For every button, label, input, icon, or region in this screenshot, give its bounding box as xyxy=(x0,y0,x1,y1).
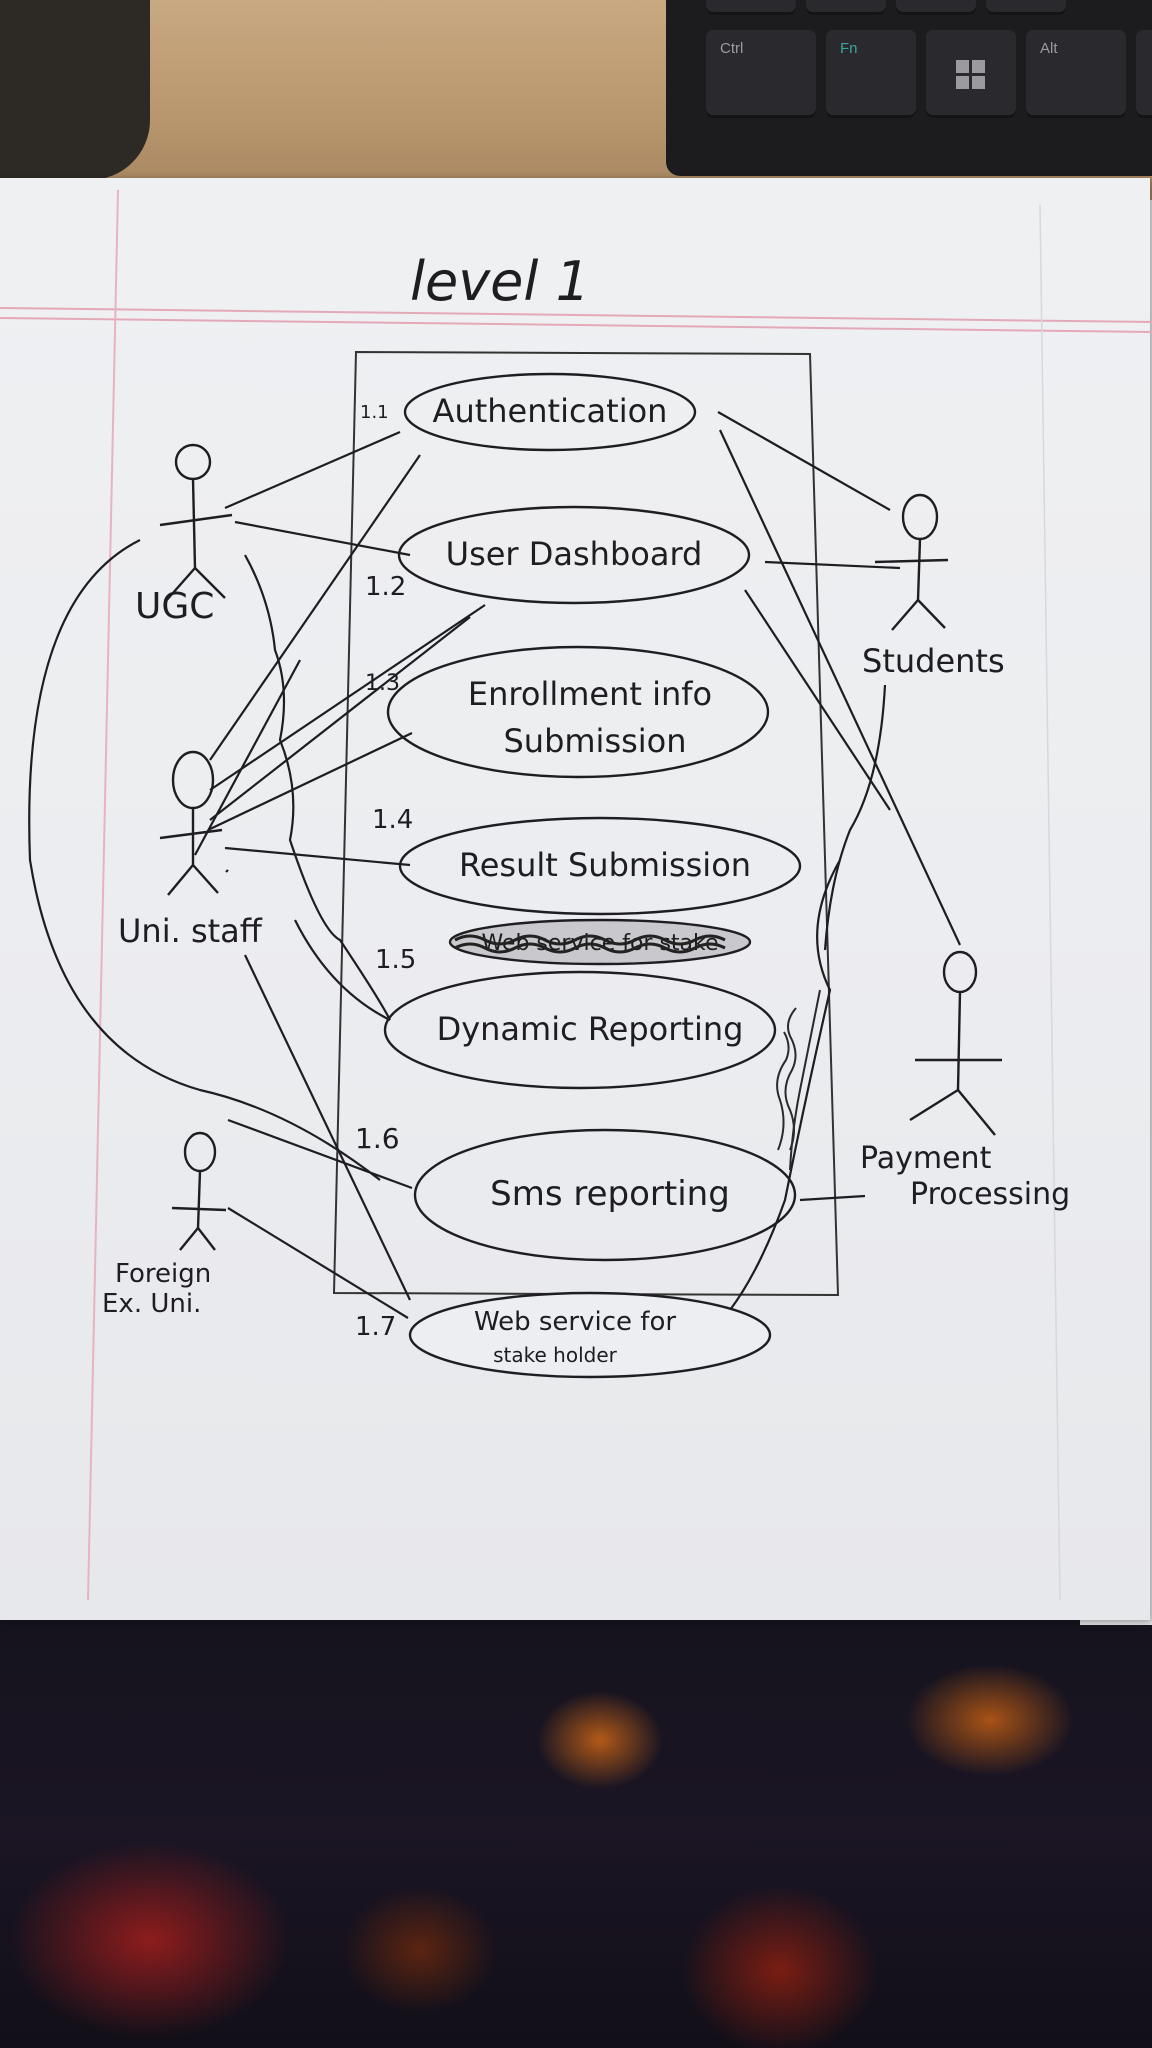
alt-key: Alt xyxy=(1026,30,1126,118)
fn-label: Fn xyxy=(840,40,858,57)
use-case-web-service-stakeholder: 1.7 Web service for stake holder xyxy=(355,1291,772,1379)
use-case-label: Sms reporting xyxy=(490,1174,730,1214)
use-case-label: Result Submission xyxy=(459,846,751,884)
actor-ugc-label: UGC xyxy=(135,586,214,627)
use-case-number: 1.6 xyxy=(355,1122,400,1155)
actor-uni-staff xyxy=(159,750,223,896)
page-ruling xyxy=(0,189,1152,1601)
notebook-page xyxy=(0,178,1150,1620)
desk-object xyxy=(0,0,150,180)
actor-students xyxy=(874,493,949,631)
use-case-number: 1.3 xyxy=(365,671,400,696)
use-case-enrollment-info-submission: 1.3 Enrollment info Submission xyxy=(365,645,770,779)
use-case-label: Web service for xyxy=(474,1307,676,1337)
association-lines xyxy=(28,411,961,1319)
use-case-user-dashboard: 1.2 User Dashboard xyxy=(365,505,751,605)
actor-foreign-label-1: Foreign xyxy=(115,1259,211,1289)
fabric-background xyxy=(0,1610,1152,2048)
scribble-mark xyxy=(776,989,821,1171)
use-case-dynamic-reporting: 1.5 Dynamic Reporting xyxy=(375,945,777,1090)
ctrl-key: Ctrl xyxy=(706,30,816,118)
system-boundary xyxy=(332,350,840,1297)
windows-icon xyxy=(956,60,985,89)
use-case-number: 1.1 xyxy=(360,402,389,423)
keyboard: Ctrl Fn Alt xyxy=(666,0,1152,176)
actor-uni-staff-label: Uni. staff xyxy=(118,912,263,950)
key xyxy=(1136,30,1152,118)
use-case-label: Authentication xyxy=(433,392,668,430)
key xyxy=(896,0,976,15)
use-case-number: 1.7 xyxy=(355,1312,396,1342)
use-case-label: Enrollment info xyxy=(468,675,712,713)
use-case-result-submission: 1.4 Result Submission xyxy=(372,805,802,916)
key xyxy=(986,0,1066,15)
use-case-sms-reporting: 1.6 Sms reporting xyxy=(355,1122,797,1262)
use-case-authentication: 1.1 Authentication xyxy=(360,372,697,452)
actor-foreign-ex-uni xyxy=(171,1131,227,1251)
use-case-label: User Dashboard xyxy=(446,535,703,573)
actor-payment-label-1: Payment xyxy=(860,1141,992,1176)
actor-ugc xyxy=(159,443,233,603)
key xyxy=(806,0,886,15)
use-case-number: 1.4 xyxy=(372,805,413,835)
use-case-label: Dynamic Reporting xyxy=(437,1010,744,1048)
windows-key xyxy=(926,30,1016,118)
actor-foreign-label-2: Ex. Uni. xyxy=(102,1289,201,1319)
use-case-crossed-out: Web service for stake xyxy=(448,918,752,966)
use-case-label-line2: Submission xyxy=(503,722,686,760)
use-case-number: 1.5 xyxy=(375,945,416,975)
ctrl-key xyxy=(706,0,796,15)
alt-label: Alt xyxy=(1040,40,1058,57)
use-case-label-line2: stake holder xyxy=(493,1343,618,1367)
fn-key: Fn xyxy=(826,30,916,118)
actor-payment-processing xyxy=(909,950,1002,1136)
ctrl-label: Ctrl xyxy=(720,40,744,57)
diagram-title: level 1 xyxy=(410,250,590,313)
actor-students-label: Students xyxy=(862,642,1005,680)
actor-payment-label-2: Processing xyxy=(910,1177,1070,1212)
use-case-number: 1.2 xyxy=(365,572,406,602)
